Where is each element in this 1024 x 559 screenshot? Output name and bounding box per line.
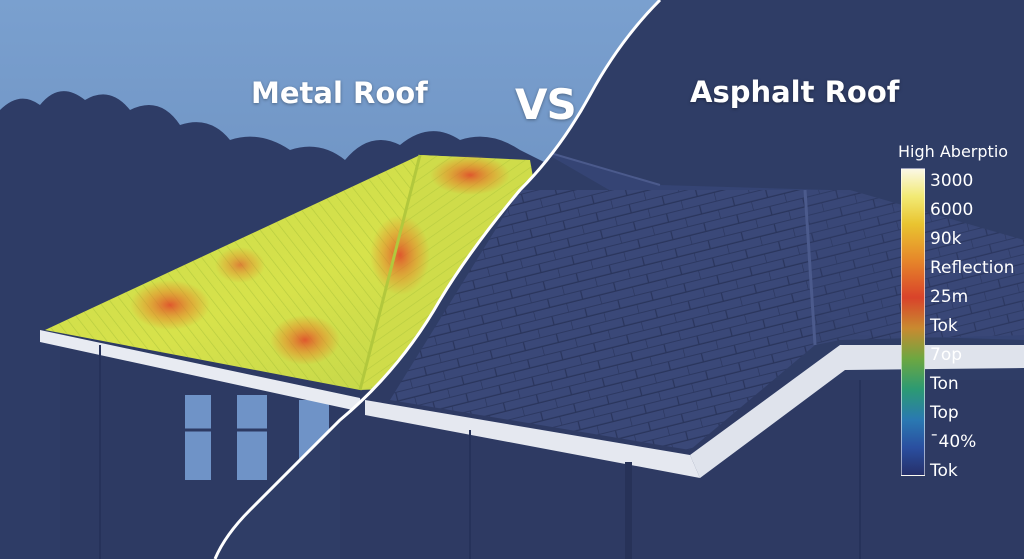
legend-label: 7op [930, 345, 963, 365]
legend-label: Top [930, 403, 959, 423]
legend-label: Tok [930, 316, 958, 336]
vs-label: VS [515, 80, 577, 129]
metal-roof-title: Metal Roof [251, 76, 428, 110]
legend-label: Reflection [930, 258, 1015, 278]
legend-label: 25m [930, 287, 969, 307]
legend-labels: 3000 6000 90k Reflection 25m Tok 7op Ton… [930, 167, 1022, 486]
legend-label: ˉ40% [930, 432, 977, 452]
legend-title: High Aberptio [898, 142, 1009, 161]
legend-label: 3000 [930, 171, 974, 191]
asphalt-roof-title: Asphalt Roof [690, 75, 900, 109]
legend-color-scale [901, 168, 925, 476]
legend-label: Ton [930, 374, 959, 394]
legend-label: 90k [930, 229, 962, 249]
legend-label: Tok [930, 461, 958, 481]
legend-label: 6000 [930, 200, 974, 220]
divider-line [213, 0, 662, 559]
